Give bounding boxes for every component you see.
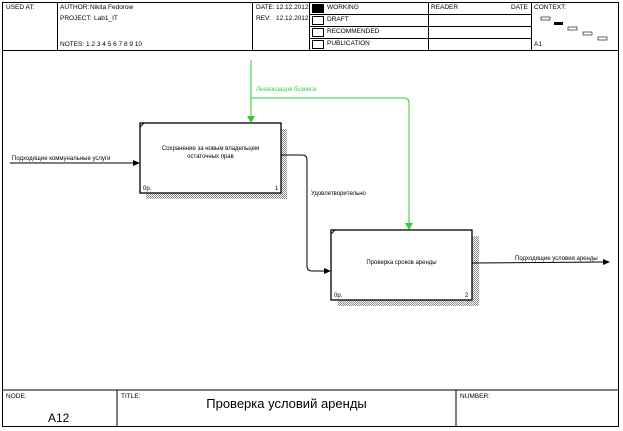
status-recommended: RECOMMENDED: [327, 28, 380, 35]
rev-value: 12.12.2012: [276, 15, 309, 22]
context-box-5: [597, 36, 608, 41]
context-box-1: [540, 16, 551, 21]
recommended-status-box: [312, 28, 324, 37]
control-arrowhead-box2: [405, 223, 413, 230]
rev-label: REV:: [256, 15, 271, 22]
box2-activity[interactable]: [330, 229, 473, 301]
context-node: A1: [534, 41, 542, 48]
box1-number: 1: [275, 186, 279, 192]
context-cell: [531, 2, 619, 51]
between-arrowhead: [324, 268, 331, 274]
notes-value: 1 2 3 4 5 6 7 8 9 10: [86, 41, 143, 48]
context-label: CONTEXT:: [534, 4, 567, 11]
number-label: NUMBER:: [460, 393, 490, 400]
context-box-active: [554, 22, 563, 25]
input-arrow-label: Подходящие коммунальные услуги: [12, 156, 111, 162]
working-status-marker: [312, 4, 324, 13]
author-value: Nikita Fedorow: [90, 4, 134, 11]
output-arrow[interactable]: [471, 261, 604, 264]
box2-number: 2: [465, 293, 469, 299]
used-at-label: USED AT:: [6, 4, 35, 11]
project-value: Lab1_IT: [94, 15, 118, 22]
notes-label: NOTES:: [60, 41, 85, 48]
box1-label-line1: Сохранение за новым владельцем: [161, 146, 260, 152]
publication-status-box: [312, 40, 324, 49]
reader-label: READER: [431, 4, 459, 11]
context-box-4: [582, 31, 593, 36]
project-label: PROJECT:: [60, 15, 92, 22]
context-thumbnail: [540, 16, 608, 41]
date-label: DATE:: [256, 4, 275, 11]
control-arrow-label: Легализация бизнеса: [256, 87, 317, 93]
node-label: NODE:: [6, 393, 27, 400]
context-box-3: [567, 26, 578, 31]
box1-cost: 0р.: [143, 186, 152, 192]
status-working: WORKING: [327, 4, 359, 11]
between-arrow-label: Удовлетворительно: [311, 191, 366, 197]
box1-label-line2: остаточных прав: [187, 154, 234, 160]
date-value: 12.12.2012: [276, 4, 309, 11]
between-arrow[interactable]: [281, 154, 324, 272]
box1-corner: [139, 122, 145, 128]
output-arrow-label: Подходящие условия аренды: [515, 256, 598, 262]
control-arrowhead-box1: [247, 116, 255, 123]
draft-status-box: [312, 16, 324, 25]
reader-date-label: DATE: [511, 4, 528, 11]
box2-label: Проверка сроков аренды: [366, 260, 437, 266]
control-arrow-box2[interactable]: [251, 97, 410, 223]
box1-activity[interactable]: [139, 122, 282, 194]
box2-cost: 0р.: [334, 293, 343, 299]
output-arrowhead: [603, 259, 610, 265]
diagram-title: Проверка условий аренды: [206, 396, 367, 411]
title-label: TITLE:: [121, 393, 141, 400]
status-publication: PUBLICATION: [327, 40, 370, 47]
status-draft: DRAFT: [327, 16, 349, 23]
input-arrowhead: [133, 160, 140, 166]
box2-corner: [330, 229, 336, 235]
node-value: A12: [48, 411, 70, 425]
author-label: AUTHOR:: [60, 4, 90, 11]
